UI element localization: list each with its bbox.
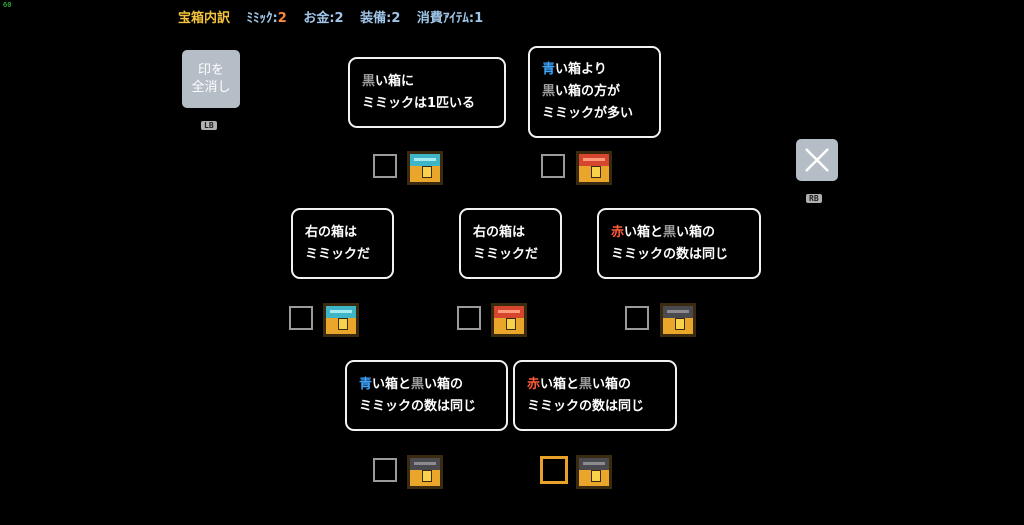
clue-box: 右の箱はミミックだ [291,208,394,279]
clue-line: 右の箱は [305,222,392,244]
mark-checkbox[interactable] [289,306,313,330]
header-title: 宝箱内訳 [178,11,231,26]
clue-color-word-black: 黒 [542,84,556,99]
clue-text: い箱と [540,376,580,392]
treasure-chest-blue[interactable] [407,151,443,185]
clue-text: い箱と [372,376,412,392]
clue-box: 青い箱より黒い箱の方がミミックが多い [528,46,661,138]
clue-color-word-black: 黒 [411,376,425,392]
clue-text: ミミックだ [305,246,371,262]
clue-color-word-blue: 青 [359,376,373,392]
clue-line: ミミックの数は同じ [611,244,759,266]
clue-line: 黒い箱に [362,71,504,93]
clue-text: ミミックだ [473,246,539,262]
treasure-chest-black[interactable] [660,303,696,337]
close-button[interactable] [796,139,838,181]
clue-line: 赤い箱と黒い箱の [611,222,759,244]
clue-text: い箱の [676,224,716,240]
clear-marks-label-line2: 全消し [191,80,231,95]
clue-text: い箱の [592,376,632,392]
clue-line: 青い箱より [542,59,659,81]
clue-line: ミミックの数は同じ [359,396,506,418]
clue-box: 赤い箱と黒い箱のミミックの数は同じ [597,208,761,279]
clue-box: 黒い箱にミミックは1匹いる [348,57,506,128]
close-icon [805,148,829,172]
clue-box: 赤い箱と黒い箱のミミックの数は同じ [513,360,677,431]
equipment-count: 装備:2 [360,11,401,26]
clue-box: 右の箱はミミックだ [459,208,562,279]
treasure-chest-red[interactable] [576,151,612,185]
clue-color-word-red: 赤 [611,224,625,240]
clue-color-word-black: 黒 [362,73,376,89]
rb-badge: RB [806,194,822,203]
clue-text: ミミックの数は同じ [611,246,729,262]
clue-color-word-black: 黒 [663,224,677,240]
clue-text: い箱より [555,62,607,77]
treasure-breakdown-header: 宝箱内訳 ﾐﾐｯｸ:2 お金:2 装備:2 消費ｱｲﾃﾑ:1 [178,7,495,26]
clue-color-word-blue: 青 [542,62,556,77]
clear-marks-button[interactable]: 印を 全消し [182,50,240,108]
clue-text: い箱の [424,376,464,392]
clue-line: 青い箱と黒い箱の [359,374,506,396]
mimic-count: ﾐﾐｯｸ:2 [246,11,287,26]
treasure-chest-blue[interactable] [323,303,359,337]
treasure-chest-black[interactable] [407,455,443,489]
treasure-chest-red[interactable] [491,303,527,337]
mark-checkbox[interactable] [373,458,397,482]
clue-line: ミミックだ [473,244,560,266]
fps-counter: 60 [3,1,12,9]
mark-checkbox[interactable] [625,306,649,330]
clue-color-word-black: 黒 [579,376,593,392]
clue-text: い箱の方が [555,84,621,99]
clue-line: 右の箱は [473,222,560,244]
clue-text: ミミックは1匹いる [362,95,476,111]
lb-badge: LB [201,121,217,130]
clue-line: 赤い箱と黒い箱の [527,374,675,396]
clue-text: い箱に [375,73,415,89]
clue-text: ミミックが多い [542,106,634,121]
clue-line: ミミックが多い [542,103,659,125]
consumable-count: 消費ｱｲﾃﾑ:1 [416,11,484,26]
mark-checkbox[interactable] [457,306,481,330]
clue-line: ミミックは1匹いる [362,93,504,115]
clue-text: 右の箱は [473,224,526,240]
clue-line: ミミックの数は同じ [527,396,675,418]
clue-text: い箱と [624,224,664,240]
clue-color-word-red: 赤 [527,376,541,392]
clue-text: 右の箱は [305,224,358,240]
clue-line: ミミックだ [305,244,392,266]
clue-text: ミミックの数は同じ [527,398,645,414]
clear-marks-label-line1: 印を [197,63,224,78]
mark-checkbox[interactable] [540,456,568,484]
mark-checkbox[interactable] [373,154,397,178]
mark-checkbox[interactable] [541,154,565,178]
clue-text: ミミックの数は同じ [359,398,477,414]
clue-line: 黒い箱の方が [542,81,659,103]
treasure-chest-black[interactable] [576,455,612,489]
money-count: お金:2 [303,11,344,26]
clue-box: 青い箱と黒い箱のミミックの数は同じ [345,360,508,431]
